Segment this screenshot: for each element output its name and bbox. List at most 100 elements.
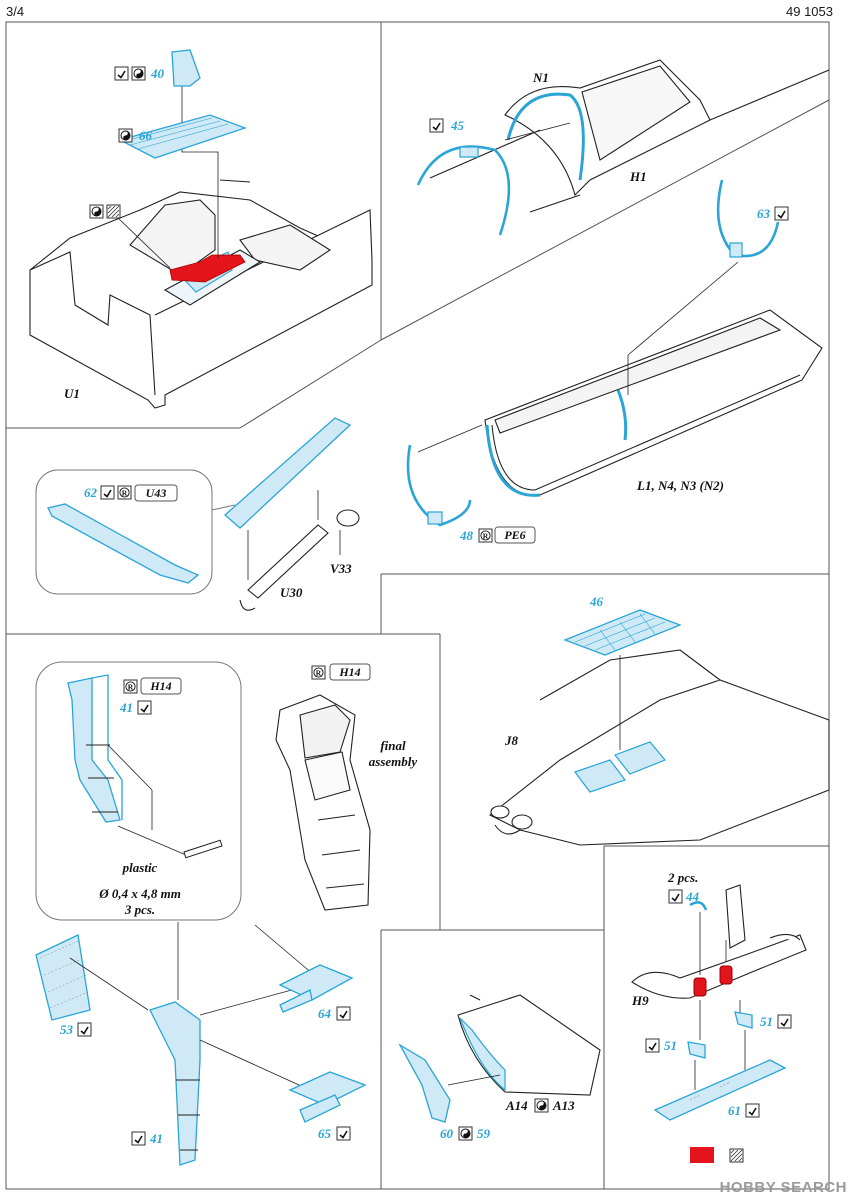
- r-circle-icon: [117, 485, 132, 500]
- part-number-44: 44: [685, 889, 700, 904]
- label-u1: U1: [64, 386, 80, 401]
- fuselage-rim-highlight: [485, 424, 541, 497]
- part-number-41: 41: [119, 700, 133, 715]
- final-assembly-ladder-illustration: [275, 694, 371, 911]
- label-h9: H9: [631, 993, 649, 1008]
- tag-pe6: PE6: [504, 528, 525, 542]
- part-66-floor-plate: [118, 114, 247, 159]
- catalog-number: 49 1053: [786, 4, 833, 19]
- note-assembly: assembly: [369, 754, 418, 769]
- part-65-bracket: [288, 1071, 367, 1123]
- part-number-41-install: 41: [149, 1131, 163, 1146]
- u1-cockpit-illustration: [29, 179, 373, 409]
- u43-leader-lines: [247, 490, 341, 580]
- ladder-leader-lines: [107, 744, 187, 856]
- fold-icon: [336, 1006, 351, 1021]
- u43-part-illustration: [224, 417, 360, 611]
- fold-icon: [745, 1103, 760, 1118]
- tag-h14: H14: [149, 679, 171, 693]
- part-51-clip-right: [734, 1011, 753, 1029]
- part-53-panel: [35, 934, 91, 1021]
- fold-icon: [668, 889, 683, 904]
- label-j8: J8: [504, 733, 519, 748]
- page-number: 3/4: [6, 4, 25, 19]
- part-44-clip: [689, 901, 708, 911]
- panel-frames: [5, 21, 830, 1190]
- red-collar-right: [719, 965, 733, 985]
- part-number-66: 66: [139, 128, 153, 143]
- ladder-frame-illustration: [67, 674, 123, 823]
- red-square-icon: [690, 1147, 714, 1163]
- part-number-63: 63: [757, 206, 771, 221]
- yin-yang-icon: [118, 128, 133, 143]
- part-number-59: 59: [477, 1126, 491, 1141]
- fold-icon: [114, 66, 129, 81]
- fuselage-half-illustration: [484, 309, 823, 496]
- red-collar-left: [693, 977, 707, 997]
- label-n1: N1: [532, 70, 549, 85]
- part-45-ring: [416, 145, 511, 236]
- part-number-65: 65: [318, 1126, 332, 1141]
- fold-icon: [645, 1038, 660, 1053]
- part-46-grille: [563, 609, 682, 656]
- part-48-ring: [406, 444, 472, 527]
- part-number-53: 53: [60, 1022, 74, 1037]
- part-number-51-left: 51: [664, 1038, 677, 1053]
- part-61-base-plate: [653, 1059, 787, 1121]
- tag-h14-final: H14: [338, 665, 360, 679]
- part-number-46: 46: [589, 594, 604, 609]
- label-v33: V33: [330, 561, 352, 576]
- tag-box: [329, 663, 371, 681]
- aileron-edge-highlight: [459, 1017, 506, 1092]
- hatched-square-icon: [106, 204, 121, 219]
- fuselage-frame-highlight: [616, 389, 628, 441]
- h9-lever-illustration: [631, 884, 807, 999]
- r-circle-icon: [478, 528, 493, 543]
- part-number-64: 64: [318, 1006, 332, 1021]
- part-63-ring: [716, 179, 780, 258]
- tag-box: [494, 526, 536, 544]
- note-dimension: Ø 0,4 x 4,8 mm: [98, 886, 181, 901]
- note-quantity: 3 pcs.: [124, 902, 155, 917]
- fuselage-leader-lines: [417, 261, 739, 453]
- note-final: final: [380, 738, 406, 753]
- fold-icon: [131, 1131, 146, 1146]
- tag-box: [134, 484, 178, 502]
- r-circle-icon: [123, 679, 138, 694]
- yin-yang-icon: [534, 1098, 549, 1113]
- part-number-51-right: 51: [760, 1014, 773, 1029]
- canopy-illustration: [429, 59, 830, 213]
- fold-icon: [429, 118, 444, 133]
- plastic-rod: [183, 839, 223, 859]
- part-number-61: 61: [728, 1103, 741, 1118]
- part-number-45: 45: [450, 118, 465, 133]
- part-number-62: 62: [84, 485, 98, 500]
- inset-connector: [211, 504, 236, 511]
- yin-yang-icon: [458, 1126, 473, 1141]
- fold-icon: [774, 206, 789, 221]
- part-number-40: 40: [150, 66, 165, 81]
- part-64-bracket: [278, 964, 354, 1013]
- label-h1: H1: [629, 169, 647, 184]
- j8-wing-illustration: [488, 649, 830, 846]
- label-u30: U30: [280, 585, 303, 600]
- fold-icon: [137, 700, 152, 715]
- note-2-pcs: 2 pcs.: [667, 870, 698, 885]
- part-62-strip: [47, 503, 200, 584]
- label-fuselage: L1, N4, N3 (N2): [636, 478, 724, 493]
- part-60-plate: [398, 1043, 451, 1123]
- fold-icon: [336, 1126, 351, 1141]
- leader-line: [447, 1074, 501, 1086]
- h9-leader-lines: [694, 912, 746, 1090]
- part-41-ladder: [149, 1001, 201, 1166]
- watermark: HOBBY SEARCH: [719, 1179, 847, 1196]
- fold-icon: [777, 1014, 792, 1029]
- yin-yang-icon: [131, 66, 146, 81]
- hatched-square-icon: [729, 1148, 744, 1163]
- label-a14: A14: [505, 1098, 528, 1113]
- r-circle-icon: [311, 665, 326, 680]
- part-51-clip-left: [687, 1041, 706, 1059]
- fold-icon: [77, 1022, 92, 1037]
- j8-openings: [574, 741, 666, 793]
